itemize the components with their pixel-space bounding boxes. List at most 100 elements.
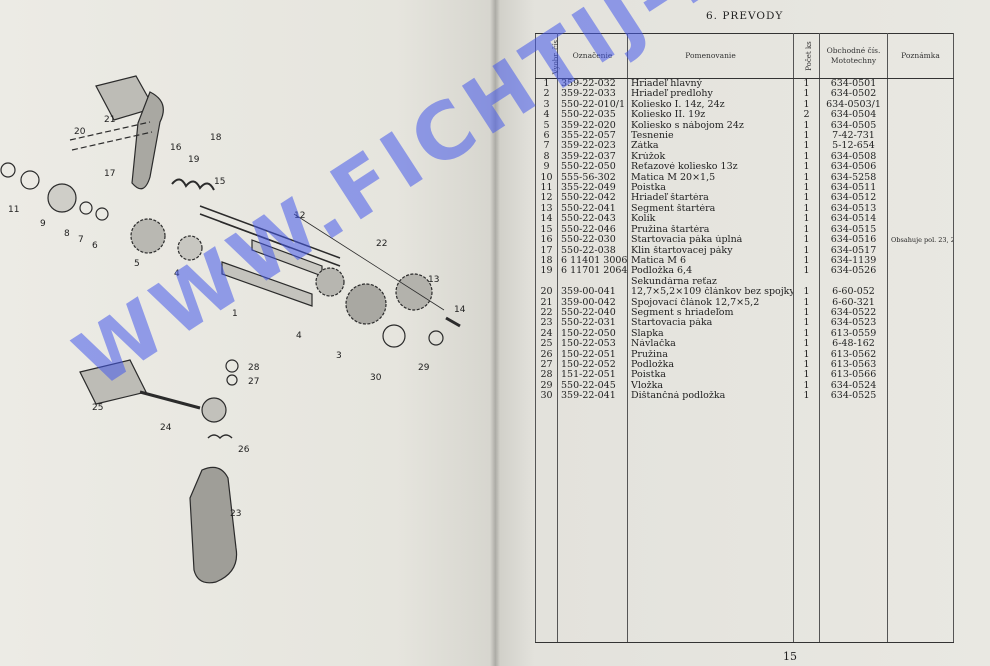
row-number: 15 — [535, 224, 558, 236]
part-code: 150-22-052 — [557, 359, 628, 371]
row-number: 25 — [535, 339, 558, 350]
callout-1: 1 — [232, 309, 238, 319]
part-code: 151-22-051 — [557, 370, 628, 381]
order-number: 6-60-052 — [819, 287, 888, 298]
part-note — [887, 78, 954, 90]
part-quantity: 1 — [793, 297, 820, 308]
part-note — [887, 266, 954, 277]
callout-9: 9 — [40, 219, 46, 229]
header-poznamka: Poznámka — [887, 33, 954, 79]
part-code: 550-22-031 — [557, 318, 628, 329]
part-code: 550-22-041 — [557, 203, 628, 215]
part-code: 550-22-040 — [557, 307, 628, 319]
left-page — [0, 0, 495, 666]
header-oznacenie: Označenie — [557, 33, 628, 79]
part-name: Poistka — [627, 183, 794, 194]
pedal-rubber-drawing — [79, 359, 147, 405]
part-note — [887, 224, 954, 236]
part-code: 550-22-042 — [557, 193, 628, 204]
row-number: 30 — [535, 391, 558, 402]
order-number: 634-0524 — [819, 380, 888, 392]
callout-15: 15 — [214, 177, 225, 187]
header-vyobr-cis: Vyobr. čís. — [535, 33, 560, 79]
callout-25: 25 — [92, 403, 103, 413]
order-number: 7-42-731 — [819, 131, 888, 142]
order-number: 634-0516 — [819, 235, 888, 246]
part-quantity: 1 — [793, 235, 820, 246]
row-number: 9 — [535, 162, 558, 173]
part-name: Hriadeľ hlavný — [627, 78, 794, 90]
part-quantity: 1 — [793, 172, 820, 184]
part-code: 359-22-032 — [557, 78, 628, 90]
callout-28: 28 — [248, 363, 260, 373]
callout-17: 17 — [104, 169, 115, 179]
part-code: 6 11401 3006 — [557, 255, 628, 267]
part-name: Kolík — [627, 214, 794, 225]
page-number: 15 — [783, 650, 797, 663]
part-note — [887, 349, 954, 360]
section-title: 6. PREVODY — [706, 10, 784, 22]
callout-4: 4 — [174, 269, 180, 279]
row-number: 17 — [535, 245, 558, 256]
part-note — [887, 141, 954, 152]
spring-drawing — [171, 178, 215, 191]
part-note — [887, 359, 954, 371]
order-number: 634-0525 — [819, 391, 888, 402]
parts-table: Vyobr. čís. Označenie Pomenovanie Počet … — [535, 33, 954, 643]
empty-cell — [535, 401, 558, 643]
order-number: 634-1139 — [819, 255, 888, 267]
part-note — [887, 151, 954, 163]
part-name: Koliesko s nábojom 24z — [627, 120, 794, 132]
part-code: 359-22-023 — [557, 141, 628, 152]
callout-26: 26 — [238, 445, 250, 455]
part-note — [887, 370, 954, 381]
empty-cell — [793, 401, 820, 643]
callout-14: 14 — [454, 305, 466, 315]
part-code: 359-22-041 — [557, 391, 628, 402]
part-name: Koliesko II. 19z — [627, 110, 794, 121]
part-quantity: 1 — [793, 287, 820, 298]
part-quantity: 1 — [793, 183, 820, 194]
order-number: 634-0515 — [819, 224, 888, 236]
starter-shaft-drawing — [199, 205, 341, 267]
part-quantity: 1 — [793, 99, 820, 111]
part-note — [887, 162, 954, 173]
callout-7: 7 — [78, 235, 84, 245]
callout-30: 30 — [370, 373, 382, 383]
part-name: Matica M 6 — [627, 255, 794, 267]
part-quantity: 1 — [793, 307, 820, 319]
part-quantity: 1 — [793, 141, 820, 152]
order-number: 613-0566 — [819, 370, 888, 381]
part-quantity: 1 — [793, 131, 820, 142]
order-number: 634-0513 — [819, 203, 888, 215]
part-name: Koliesko I. 14z, 24z — [627, 99, 794, 111]
callout-16: 16 — [170, 143, 182, 153]
order-number: 634-0508 — [819, 151, 888, 163]
order-number: 634-0504 — [819, 110, 888, 121]
order-number: 634-0505 — [819, 120, 888, 132]
main-shaft-drawing — [221, 261, 313, 307]
row-number: 2 — [535, 89, 558, 100]
gear-3-drawing — [345, 283, 387, 325]
part-note — [887, 245, 954, 256]
part-name: Matica M 20×1,5 — [627, 172, 794, 184]
part-note — [887, 203, 954, 215]
row-number: 20 — [535, 287, 558, 298]
part-note: Obsahuje pol. 23, 24, 26, 27, 28 — [887, 235, 954, 246]
callout-3: 3 — [336, 351, 342, 361]
callout-29: 29 — [418, 363, 430, 373]
